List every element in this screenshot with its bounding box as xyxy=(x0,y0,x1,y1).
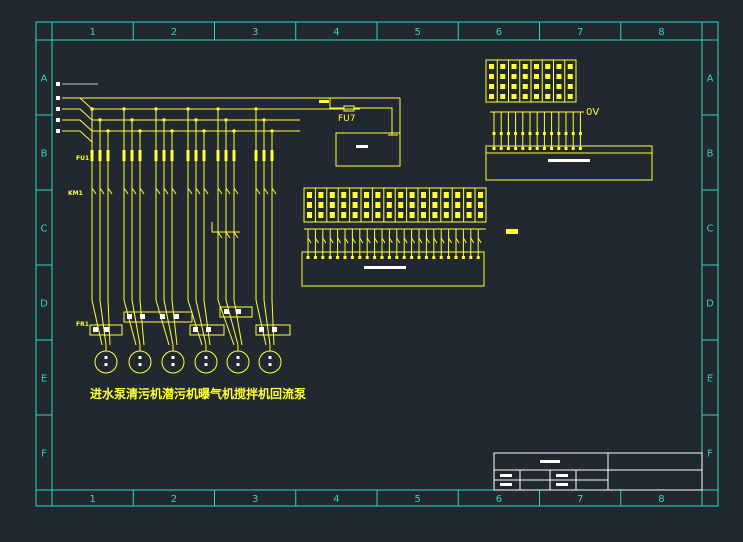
column-label-3-bottom: 3 xyxy=(252,494,258,505)
km1-label: KM1 xyxy=(68,190,83,197)
power-circuit xyxy=(56,82,401,374)
fr1-label: FR1 xyxy=(76,321,89,328)
row-dividers xyxy=(36,114,718,416)
motor-6 xyxy=(258,350,282,374)
column-label-2-top: 2 xyxy=(171,27,177,38)
column-label-6-top: 6 xyxy=(496,27,502,38)
io-label-cells xyxy=(485,60,573,102)
io-module-block: 0V xyxy=(485,59,653,181)
control-feed xyxy=(329,98,344,109)
column-dividers xyxy=(132,22,622,506)
supply-terminals xyxy=(56,82,60,133)
column-label-7-bottom: 7 xyxy=(577,494,583,505)
column-label-1-bottom: 1 xyxy=(89,494,95,505)
motor-2 xyxy=(128,350,152,374)
main-isolator-switch xyxy=(62,97,93,143)
branch-tags: FU1 KM1 FR1 FU7 xyxy=(68,114,356,328)
fu1-label: FU1 xyxy=(76,155,89,162)
control-terminal-block xyxy=(301,187,518,287)
control-terminal-board xyxy=(301,251,485,287)
fu7-label: FU7 xyxy=(338,114,356,124)
row-label-B-right: B xyxy=(707,149,714,160)
control-terminals xyxy=(306,229,482,259)
row-label-E-right: E xyxy=(707,374,713,385)
motor-1 xyxy=(94,350,118,374)
row-label-C-right: C xyxy=(707,224,714,235)
row-label-C-left: C xyxy=(41,224,48,235)
title-block xyxy=(493,452,703,491)
row-label-E-left: E xyxy=(41,374,47,385)
row-label-D-right: D xyxy=(706,299,714,310)
io-terminal-board xyxy=(485,145,653,181)
row-label-A-left: A xyxy=(41,74,48,85)
column-label-5-top: 5 xyxy=(414,27,420,38)
column-label-6-bottom: 6 xyxy=(496,494,502,505)
drawing-frame xyxy=(35,21,719,507)
row-label-F-left: F xyxy=(41,449,47,460)
zero-volt-label: 0V xyxy=(586,107,599,118)
column-labels: 1 1 2 2 3 3 4 4 5 5 6 6 7 7 8 8 xyxy=(89,27,664,505)
row-labels: A A B B C C D D E E F F xyxy=(40,74,714,460)
column-label-1-top: 1 xyxy=(89,27,95,38)
control-label-cells xyxy=(303,188,483,222)
column-label-3-top: 3 xyxy=(252,27,258,38)
column-label-8-top: 8 xyxy=(658,27,664,38)
motor-branch-wiring xyxy=(90,107,275,346)
overload-relays xyxy=(89,306,291,336)
column-label-8-bottom: 8 xyxy=(658,494,664,505)
motor-3 xyxy=(161,350,185,374)
branch-fuses xyxy=(90,150,274,161)
column-label-7-top: 7 xyxy=(577,27,583,38)
column-label-4-bottom: 4 xyxy=(333,494,339,505)
contactors xyxy=(91,187,277,239)
row-label-F-right: F xyxy=(707,449,713,460)
control-feed-wire xyxy=(354,98,401,136)
title-block-frame xyxy=(493,452,703,491)
outer-frame-border xyxy=(35,21,719,507)
column-label-5-bottom: 5 xyxy=(414,494,420,505)
row-label-A-right: A xyxy=(707,74,714,85)
motor-caption: 进水泵清污机潜污机曝气机搅拌机回流泵 xyxy=(90,386,306,401)
row-label-B-left: B xyxy=(41,149,48,160)
row-label-D-left: D xyxy=(40,299,48,310)
motor-4 xyxy=(194,350,218,374)
motors xyxy=(94,345,282,374)
motor-5 xyxy=(226,350,250,374)
column-label-4-top: 4 xyxy=(333,27,339,38)
control-transformer-box xyxy=(335,132,401,167)
io-terminals xyxy=(492,112,582,150)
column-label-2-bottom: 2 xyxy=(171,494,177,505)
